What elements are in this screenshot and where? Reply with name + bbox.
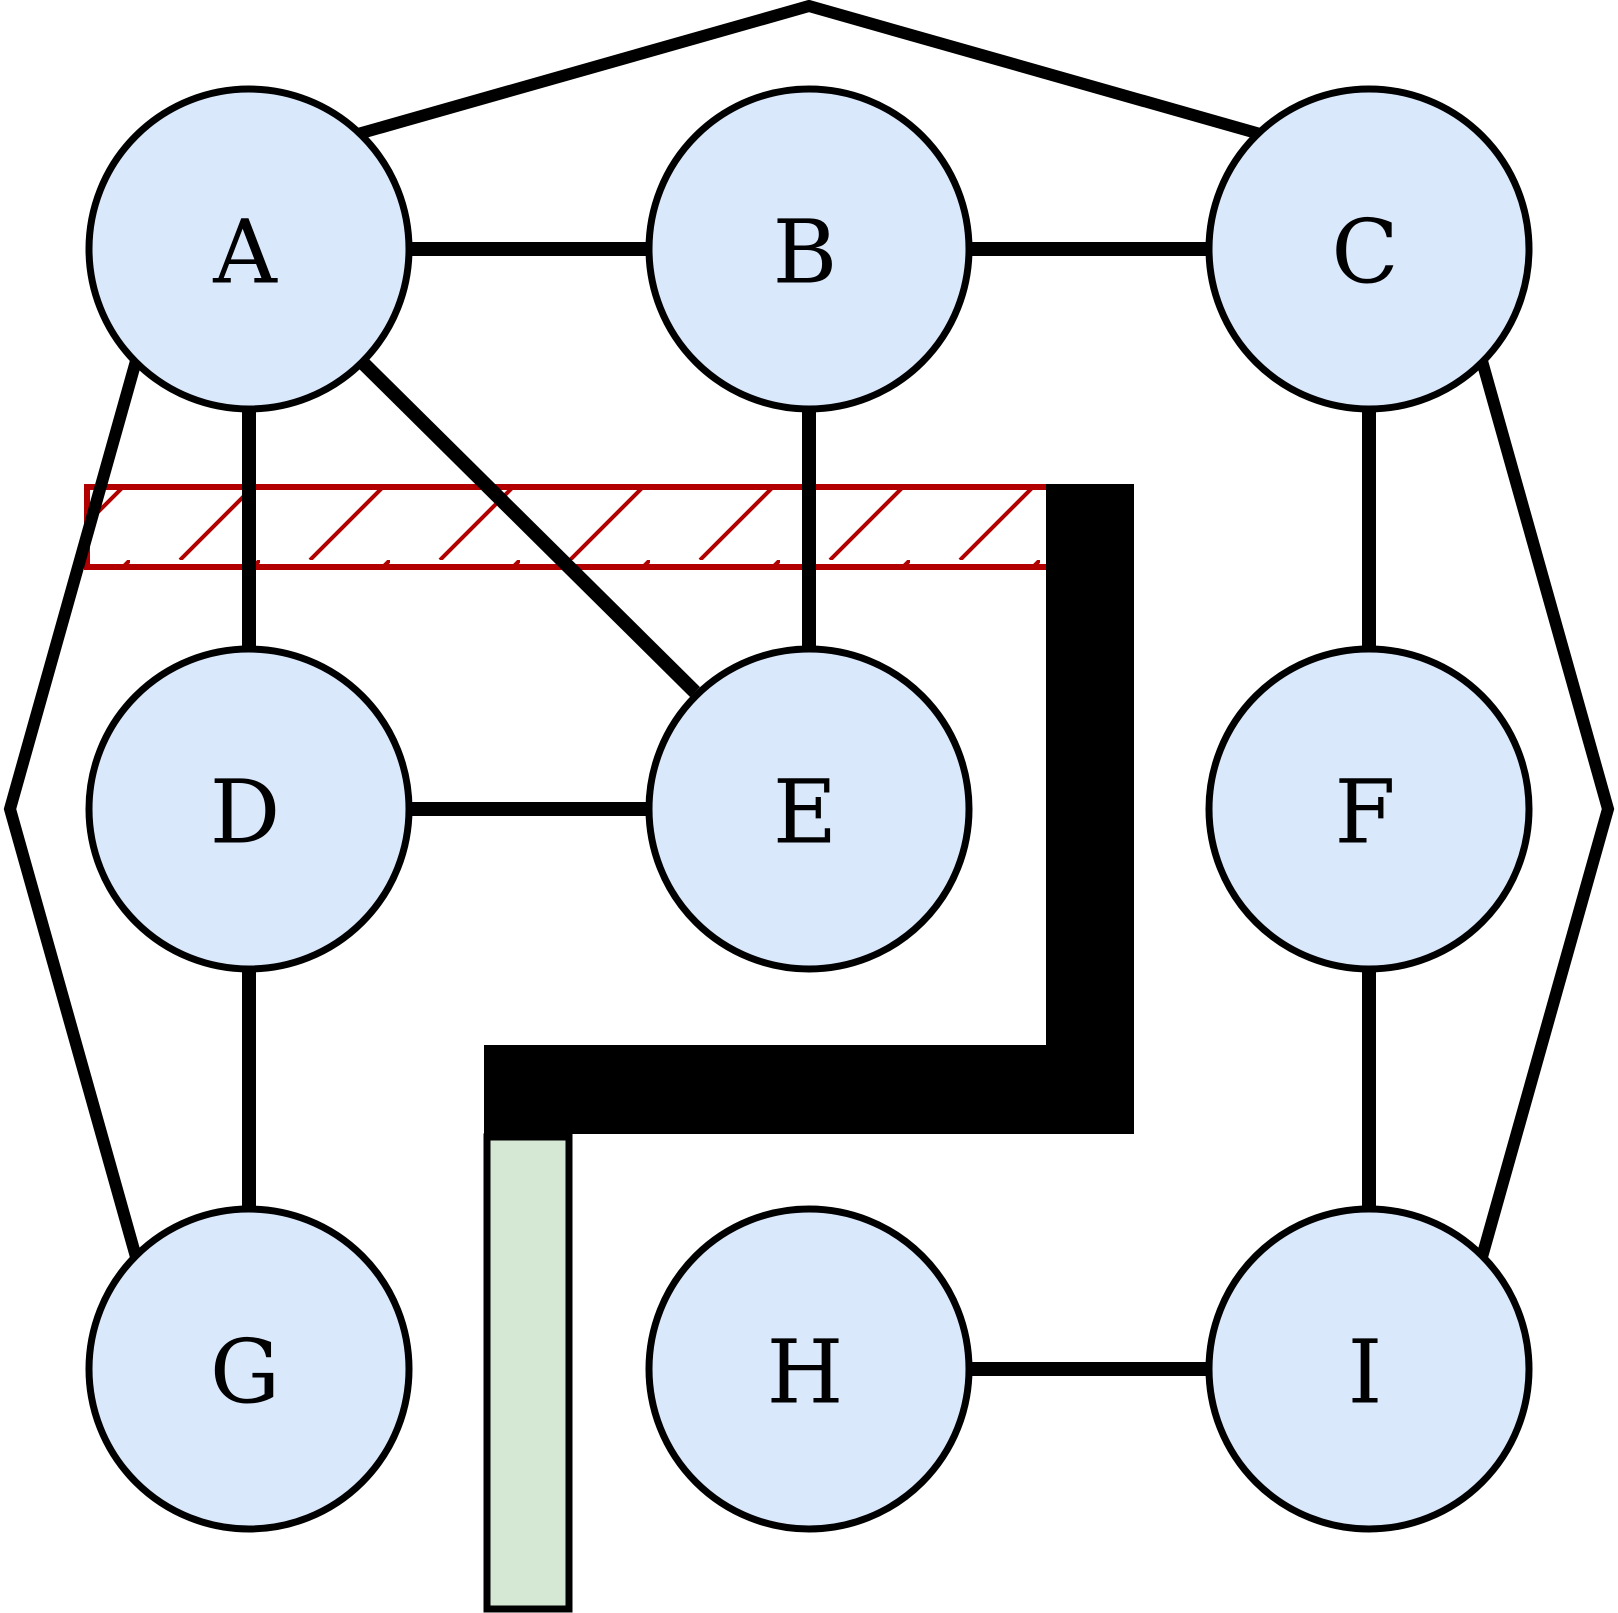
node-f-label: F (1334, 761, 1395, 864)
node-c-circle (1205, 85, 1533, 413)
node-i-circle (1205, 1205, 1533, 1533)
edges-layer (3, 0, 1615, 1376)
node-h-label: H (767, 1321, 844, 1424)
edge-a-c-top (356, 0, 1262, 140)
node-g-circle (85, 1205, 413, 1533)
edge-a-g-left (3, 359, 142, 1259)
node-h: H (645, 1205, 973, 1533)
node-i-label: I (1348, 1321, 1383, 1424)
node-b-circle (645, 85, 973, 413)
node-b-label: B (773, 201, 838, 304)
edge-c-i-right (1476, 359, 1615, 1259)
nodes-layer: A B C D E F G H (85, 85, 1533, 1533)
node-d: D (85, 645, 413, 973)
l-shaped-wall (484, 484, 1134, 1140)
node-e: E (645, 645, 973, 973)
node-g-label: G (210, 1321, 280, 1424)
node-a-label: A (212, 201, 278, 304)
node-f-circle (1205, 645, 1533, 973)
green-block (483, 1133, 573, 1613)
node-h-circle (645, 1205, 973, 1533)
node-a-circle (85, 85, 413, 413)
node-d-circle (85, 645, 413, 973)
node-f: F (1205, 645, 1533, 973)
node-i: I (1205, 1205, 1533, 1533)
edge-a-e (355, 355, 700, 697)
node-d-label: D (210, 761, 281, 864)
node-c: C (1205, 85, 1533, 413)
node-g: G (85, 1205, 413, 1533)
node-e-label: E (773, 761, 837, 864)
node-a: A (85, 85, 413, 413)
node-b: B (645, 85, 973, 413)
node-c-label: C (1331, 201, 1398, 304)
node-e-circle (645, 645, 973, 973)
